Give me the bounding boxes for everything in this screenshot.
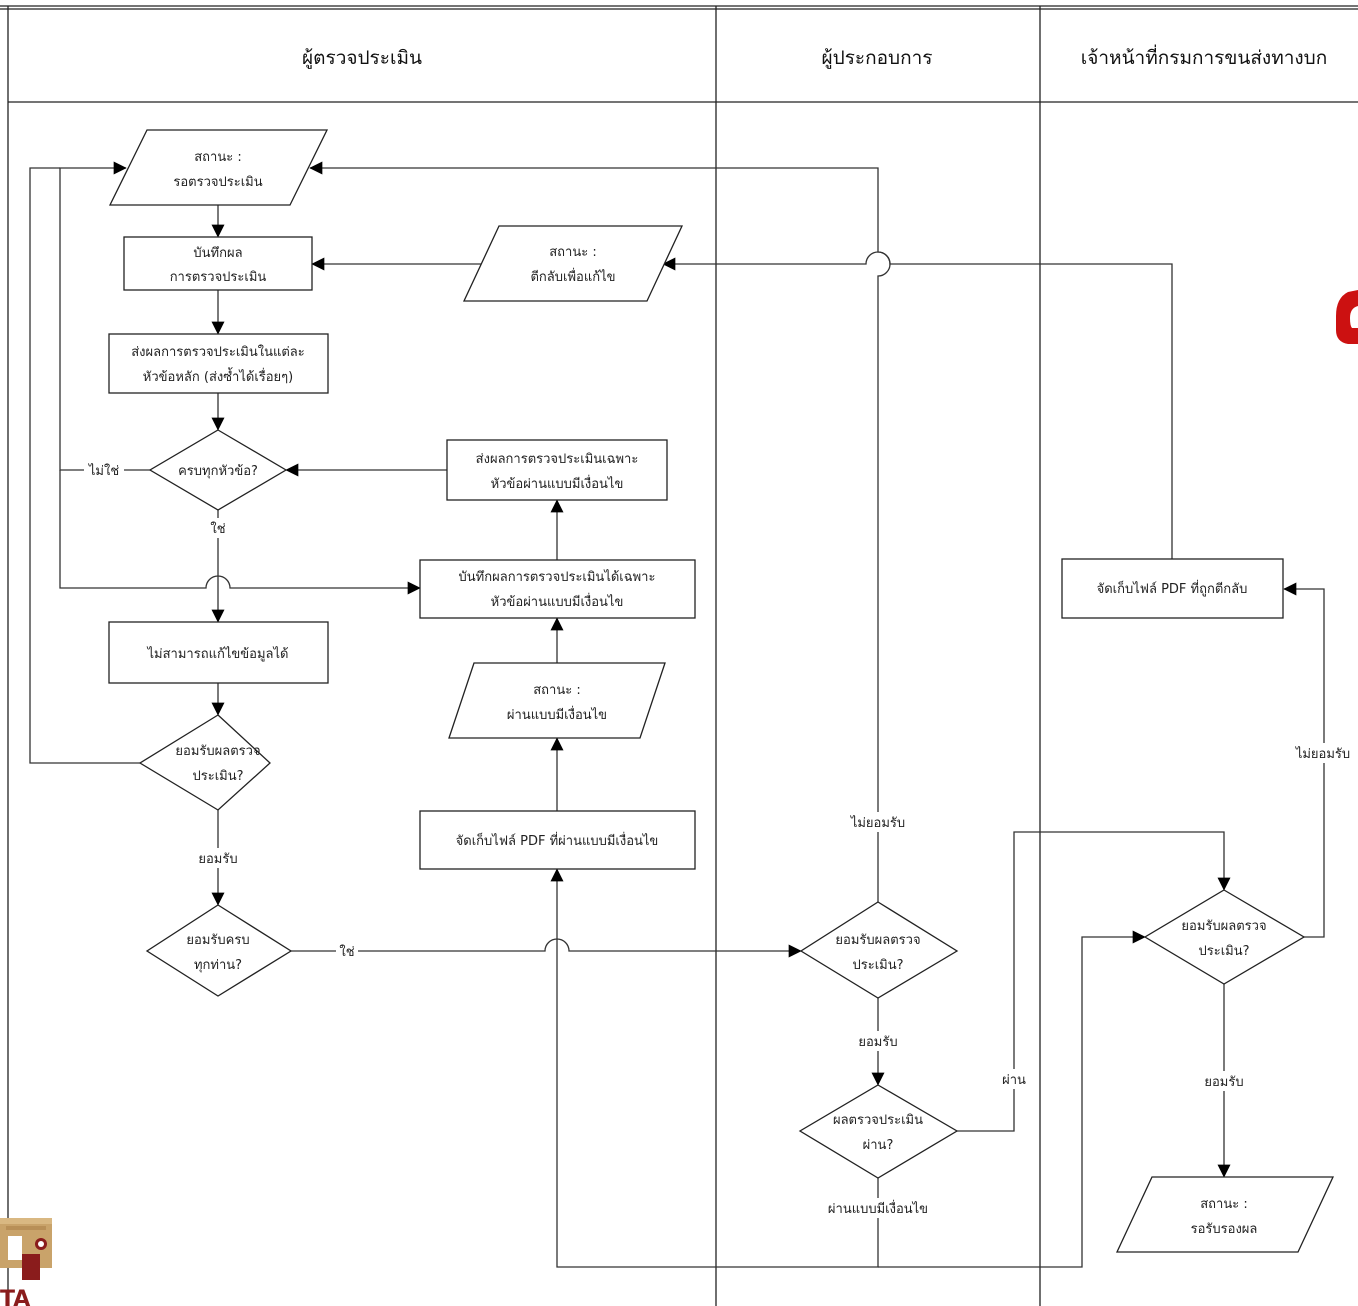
lane-title-dlt-officer: เจ้าหน้าที่กรมการขนส่งทางบก <box>1081 44 1328 69</box>
node-accept-operator: ยอมรับผลตรวจ ประเมิน? <box>799 901 959 999</box>
label-not-accept-dlt: ไม่ยอมรับ <box>1295 746 1350 762</box>
lane-title-assessor: ผู้ตรวจประเมิน <box>302 47 422 69</box>
label-yes-accept-all: ใช่ <box>339 944 354 960</box>
node-accept-dlt-line1: ยอมรับผลตรวจ <box>1181 919 1266 934</box>
node-record-conditional: บันทึกผลการตรวจประเมินได้เฉพาะ หัวข้อผ่า… <box>419 559 696 619</box>
node-all-topics: ครบทุกหัวข้อ? <box>84 429 288 511</box>
node-send-results-line1: ส่งผลการตรวจประเมินในแต่ละ <box>131 344 304 360</box>
label-pass: ผ่าน <box>1002 1073 1026 1088</box>
node-status-returned-line2: ตีกลับเพื่อแก้ไข <box>530 268 615 285</box>
label-accept-dlt: ยอมรับ <box>1204 1075 1243 1090</box>
node-store-returned-pdf-line1: จัดเก็บไฟล์ PDF ที่ถูกตีกลับ <box>1097 579 1248 597</box>
node-cannot-edit-line1: ไม่สามารถแก้ไขข้อมูลได้ <box>147 646 289 662</box>
node-status-waiting: สถานะ : รอตรวจประเมิน <box>108 129 329 206</box>
edge-pass-to-dlt <box>957 831 1231 1132</box>
node-accept-dlt: ยอมรับผลตรวจ ประเมิน? <box>1143 889 1306 985</box>
node-result-pass-line1: ผลตรวจประเมิน <box>833 1113 923 1128</box>
node-all-topics-line1: ครบทุกหัวข้อ? <box>178 464 258 479</box>
label-not-accept-operator: ไม่ยอมรับ <box>850 815 905 831</box>
edge-labels: ไม่ใช่ ใช่ ยอมรับ ใช่ ไม่ยอมรับ ยอมรับ ผ… <box>86 461 1354 1218</box>
node-store-returned-pdf: จัดเก็บไฟล์ PDF ที่ถูกตีกลับ <box>1061 558 1284 619</box>
node-status-certify: สถานะ : รอรับรองผล <box>1115 1176 1335 1253</box>
node-store-conditional-pdf: จัดเก็บไฟล์ PDF ที่ผ่านแบบมีเงื่อนไข <box>419 810 696 870</box>
node-status-certify-line1: สถานะ : <box>1200 1197 1248 1212</box>
edge-marker <box>1336 290 1358 344</box>
node-accept-all-line2: ทุกท่าน? <box>194 958 242 973</box>
node-send-results: ส่งผลการตรวจประเมินในแต่ละ หัวข้อหลัก (ส… <box>108 333 329 394</box>
logo: TA <box>0 1218 52 1306</box>
edge-to-record-conditional <box>59 470 421 595</box>
swimlane-frame <box>0 5 1358 1306</box>
edge-returned-pdf-to-status <box>662 251 1173 559</box>
node-store-conditional-pdf-line1: จัดเก็บไฟล์ PDF ที่ผ่านแบบมีเงื่อนไข <box>456 831 659 849</box>
node-status-waiting-line1: สถานะ : <box>194 150 242 165</box>
node-send-conditional-line2: หัวข้อผ่านแบบมีเงื่อนไข <box>491 475 624 492</box>
node-status-certify-line2: รอรับรองผล <box>1191 1222 1258 1237</box>
node-record-result-line2: การตรวจประเมิน <box>170 270 267 285</box>
lane-title-operator: ผู้ประกอบการ <box>822 47 933 69</box>
node-status-returned-line1: สถานะ : <box>549 245 597 260</box>
edge-accept-assessor-no <box>29 167 140 764</box>
node-accept-dlt-line2: ประเมิน? <box>1198 944 1249 959</box>
node-send-conditional: ส่งผลการตรวจประเมินเฉพาะ หัวข้อผ่านแบบมี… <box>446 439 668 501</box>
edge-acceptall-to-operator <box>291 938 802 958</box>
connectors <box>29 161 1325 1268</box>
node-status-conditional-line2: ผ่านแบบมีเงื่อนไข <box>507 706 607 723</box>
node-accept-all: ยอมรับครบ ทุกท่าน? <box>145 904 293 997</box>
node-result-pass-line2: ผ่าน? <box>863 1138 894 1153</box>
node-accept-operator-line1: ยอมรับผลตรวจ <box>835 933 920 948</box>
node-cannot-edit: ไม่สามารถแก้ไขข้อมูลได้ <box>108 621 329 684</box>
node-status-conditional-line1: สถานะ : <box>533 683 581 698</box>
node-record-conditional-line1: บันทึกผลการตรวจประเมินได้เฉพาะ <box>459 569 656 585</box>
node-result-pass: ผลตรวจประเมิน ผ่าน? <box>798 1084 959 1179</box>
node-status-waiting-line2: รอตรวจประเมิน <box>173 175 262 190</box>
edge-conditional-to-dlt <box>878 930 1146 1268</box>
node-send-results-line2: หัวข้อหลัก (ส่งซ้ำได้เรื่อยๆ) <box>143 367 293 385</box>
edge-topics-no-loop <box>59 161 150 471</box>
node-record-conditional-line2: หัวข้อผ่านแบบมีเงื่อนไข <box>491 593 624 610</box>
label-accept-assessor: ยอมรับ <box>198 852 237 867</box>
node-accept-operator-line2: ประเมิน? <box>852 958 903 973</box>
node-accept-all-line1: ยอมรับครบ <box>186 933 249 948</box>
logo-text: TA <box>0 1287 30 1306</box>
label-conditional-pass: ผ่านแบบมีเงื่อนไข <box>828 1200 928 1217</box>
node-record-result: บันทึกผล การตรวจประเมิน <box>123 236 313 291</box>
label-no-all-topics: ไม่ใช่ <box>88 463 119 479</box>
node-accept-assessor-line1: ยอมรับผลตรวจ <box>175 744 260 759</box>
node-send-conditional-line1: ส่งผลการตรวจประเมินเฉพาะ <box>476 452 639 467</box>
node-status-returned: สถานะ : ตีกลับเพื่อแก้ไข <box>462 225 684 302</box>
node-status-conditional: สถานะ : ผ่านแบบมีเงื่อนไข <box>448 662 666 739</box>
node-accept-assessor: ยอมรับผลตรวจ ประเมิน? <box>138 714 271 811</box>
node-accept-assessor-line2: ประเมิน? <box>192 769 243 784</box>
label-yes-all-topics: ใช่ <box>210 521 225 537</box>
edge-conditional-to-store <box>550 868 879 1268</box>
label-accept-operator: ยอมรับ <box>858 1035 897 1050</box>
node-record-result-line1: บันทึกผล <box>193 246 242 261</box>
